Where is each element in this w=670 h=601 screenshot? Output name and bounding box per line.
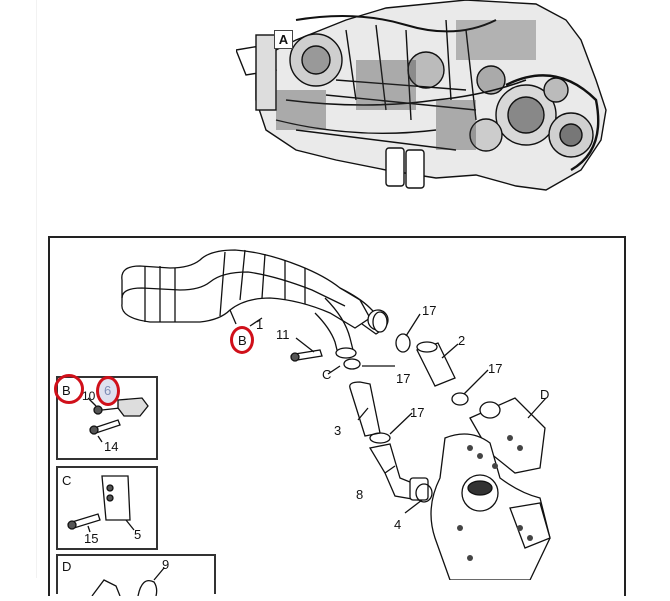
highlight-circle-b-detail	[54, 374, 84, 404]
callout-label-c-main: C	[322, 367, 332, 382]
exploded-view-frame: 1 B 11 C 17 2 17 17 D 3 17 8 4 B 10 6 14	[48, 236, 626, 597]
engine-overview-illustration	[236, 0, 607, 191]
highlight-circle-6-detail	[96, 376, 120, 406]
detail-b-illustration	[87, 397, 149, 443]
part-label-17-top: 17	[422, 303, 437, 318]
detail-b-label-10: 10	[82, 389, 96, 403]
detail-c-label-5: 5	[134, 527, 142, 542]
detail-c-illustration	[67, 475, 135, 533]
detail-box-b: B 10 6 14	[54, 374, 158, 460]
page-edge	[36, 0, 37, 578]
detail-box-d: D 9	[56, 554, 216, 597]
detail-d-title: D	[62, 559, 72, 574]
part-label-8: 8	[356, 487, 364, 502]
detail-d-label-9: 9	[162, 557, 170, 572]
part-label-17-lower: 17	[410, 405, 425, 420]
callout-label-a: A	[274, 30, 293, 49]
detail-c-label-15: 15	[84, 531, 99, 546]
detail-box-c: C 15 5	[56, 466, 158, 550]
part-label-2: 2	[458, 333, 466, 348]
detail-c-title: C	[62, 473, 72, 488]
part-label-1: 1	[256, 317, 264, 332]
part-label-11: 11	[276, 327, 290, 342]
detail-b-label-14: 14	[104, 439, 119, 454]
exploded-view-illustration	[121, 249, 551, 580]
part-label-4: 4	[394, 517, 402, 532]
detail-d-illustration	[91, 567, 165, 597]
part-label-17-mid: 17	[396, 371, 411, 386]
highlight-circle-b-main	[230, 326, 254, 354]
callout-label-d-main: D	[540, 387, 550, 402]
part-label-17-right: 17	[488, 361, 503, 376]
part-label-3: 3	[334, 423, 342, 438]
